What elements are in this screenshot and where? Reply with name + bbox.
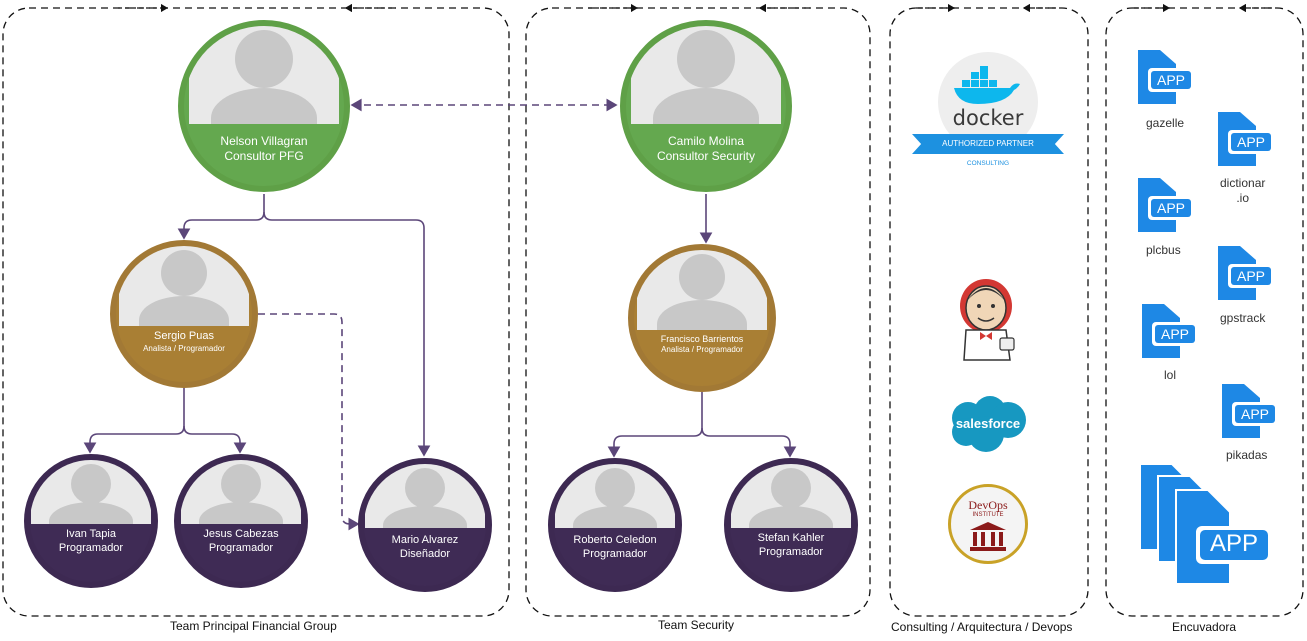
node-name: Mario Alvarez (391, 534, 459, 546)
node-camilo-molina[interactable]: Camilo Molina Consultor Security (620, 20, 792, 192)
avatar (365, 464, 485, 528)
docker-ribbon (912, 134, 1064, 154)
app-label-dictionario: dictionar .io (1220, 176, 1265, 206)
salesforce-cloud-icon (952, 396, 1026, 452)
avatar (631, 26, 781, 124)
app-label-plcbus: plcbus (1146, 243, 1181, 257)
team-label-security: Team Security (658, 618, 735, 632)
app-label-lol: lol (1164, 368, 1177, 382)
node-name: Camilo Molina (667, 134, 745, 148)
connector-sergio-jesus (183, 425, 247, 454)
node-name: Roberto Celedon (573, 534, 657, 546)
team-box-consulting (889, 7, 1089, 617)
avatar (637, 250, 767, 330)
app-label-line1: dictionar (1220, 176, 1266, 190)
app-icon-text: APP (1156, 72, 1185, 88)
node-ivan-tapia[interactable]: Ivan Tapia Programador (24, 454, 158, 588)
node-role: Programador (582, 547, 648, 560)
avatar (119, 246, 249, 326)
jenkins-butler-icon (960, 279, 1015, 361)
app-file-icon[interactable]: APP (1140, 302, 1200, 360)
connector-francisco-stefan (701, 427, 797, 458)
app-icon-text: APP (1160, 326, 1189, 342)
connector-sergio-mario-dashed (258, 313, 360, 531)
app-label-gazelle: gazelle (1146, 116, 1185, 130)
node-mario-alvarez[interactable]: Mario Alvarez Diseñador (358, 458, 492, 592)
team-box-security (525, 7, 871, 617)
app-icon-text: APP (1240, 406, 1269, 422)
app-label-line2: .io (1236, 191, 1250, 205)
app-file-icon[interactable]: APP (1220, 382, 1280, 440)
team-label-encuvadora: Encuvadora (1172, 620, 1237, 634)
node-role: Analista / Programador (661, 345, 743, 355)
node-name: Nelson Villagran (220, 134, 308, 148)
node-name: Ivan Tapia (66, 528, 116, 540)
avatar (555, 464, 675, 528)
node-role: Consultor Security (656, 149, 756, 163)
node-jesus-cabezas[interactable]: Jesus Cabezas Programador (174, 454, 308, 588)
avatar (31, 460, 151, 524)
node-nelson-villagran[interactable]: Nelson Villagran Consultor PFG (178, 20, 350, 192)
node-name: Francisco Barrientos (660, 334, 744, 344)
connector-sergio-ivan (83, 386, 185, 454)
jenkins-logo (956, 278, 1020, 364)
app-icon-text: APP (1209, 530, 1259, 557)
app-icon-text: APP (1236, 268, 1265, 284)
connector-francisco-roberto (607, 392, 703, 458)
docker-whale-icon (954, 66, 1020, 104)
devops-sub-text: INSTITUTE (972, 512, 1004, 518)
docker-partner-logo: docker AUTHORIZED PARTNER CONSULTING (912, 52, 1064, 174)
docker-wordmark: docker (952, 106, 1024, 130)
app-file-icon[interactable]: APP (1136, 176, 1196, 234)
team-box-pfg (2, 7, 510, 617)
docker-sub-text: CONSULTING (966, 160, 1010, 167)
app-icon-text: APP (1156, 200, 1185, 216)
app-file-icon[interactable]: APP (1216, 244, 1276, 302)
connector-nelson-sergio (177, 194, 265, 240)
salesforce-wordmark: salesforce (955, 416, 1021, 431)
team-box-encuvadora (1105, 7, 1304, 617)
node-role: Consultor PFG (224, 149, 304, 163)
node-stefan-kahler[interactable]: Stefan Kahler Programador (724, 458, 858, 592)
node-name: Sergio Puas (154, 330, 214, 342)
app-stack-icon[interactable]: APP (1136, 462, 1276, 586)
node-role: Diseñador (399, 547, 451, 560)
team-label-pfg: Team Principal Financial Group (170, 619, 337, 633)
node-francisco-barrientos[interactable]: Francisco Barrientos Analista / Programa… (628, 244, 776, 392)
devops-top-text: DevOps (968, 498, 1008, 512)
node-roberto-celedon[interactable]: Roberto Celedon Programador (548, 458, 682, 592)
node-name: Stefan Kahler (757, 532, 825, 544)
avatar (181, 460, 301, 524)
docker-ribbon-text: AUTHORIZED PARTNER (942, 139, 1034, 148)
app-file-icon[interactable]: APP (1216, 110, 1276, 168)
node-role: Programador (758, 545, 824, 558)
node-name: Jesus Cabezas (203, 528, 279, 540)
connector-nelson-mario (263, 211, 431, 457)
node-role: Analista / Programador (143, 343, 225, 353)
avatar (731, 464, 851, 528)
devops-institute-logo: DevOps INSTITUTE (946, 484, 1030, 566)
salesforce-logo: salesforce (946, 394, 1030, 454)
app-label-pikadas: pikadas (1226, 448, 1268, 462)
team-label-consulting: Consulting / Arquitectura / Devops (891, 620, 1073, 634)
avatar (189, 26, 339, 124)
app-icon-text: APP (1236, 134, 1265, 150)
node-role: Programador (208, 541, 274, 554)
node-sergio-puas[interactable]: Sergio Puas Analista / Programador (110, 240, 258, 388)
devops-building-icon (970, 522, 1006, 551)
node-role: Programador (58, 541, 124, 554)
app-file-icon[interactable]: APP (1136, 48, 1196, 106)
app-label-gpstrack: gpstrack (1220, 311, 1266, 325)
